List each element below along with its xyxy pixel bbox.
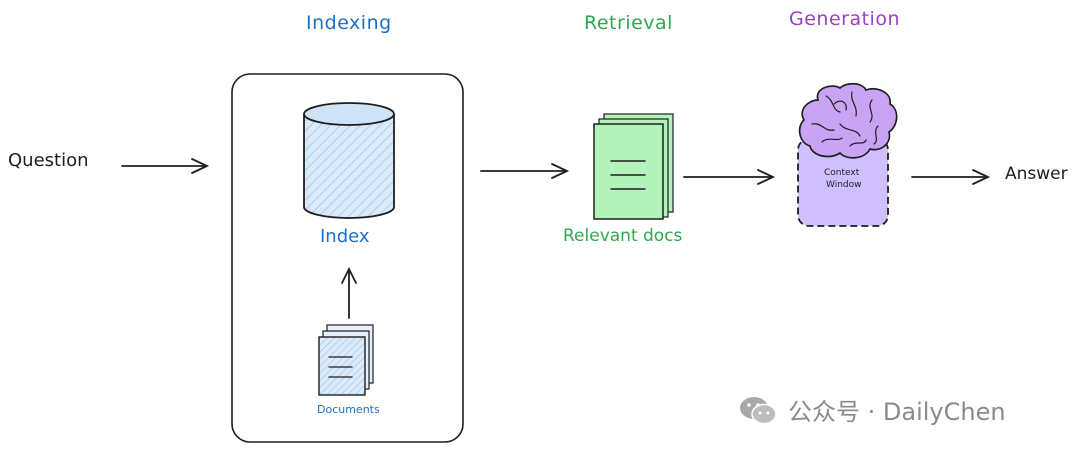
- context-window-label-line1: Context: [824, 168, 860, 178]
- relevant-docs-icon: [593, 113, 674, 220]
- wechat-icon: [740, 396, 777, 424]
- answer-label: Answer: [1005, 164, 1068, 184]
- watermark-text: 公众号 · DailyChen: [788, 398, 1006, 426]
- index-label: Index: [320, 226, 370, 247]
- documents-stack-icon: [318, 324, 374, 396]
- index-database-icon: [303, 102, 395, 219]
- brain-icon: [798, 82, 898, 159]
- watermark: 公众号 · DailyChen: [738, 392, 1006, 427]
- arrow-index-to-retrieval: [480, 163, 570, 179]
- retrieval-title: Retrieval: [584, 12, 673, 34]
- arrow-question-to-index: [121, 158, 210, 174]
- documents-label: Documents: [317, 403, 380, 416]
- context-window-label-line2: Window: [826, 180, 862, 190]
- relevant-docs-label: Relevant docs: [563, 226, 683, 246]
- arrow-generation-to-answer: [911, 169, 991, 185]
- indexing-container: [231, 73, 464, 443]
- arrow-documents-to-index: [341, 266, 357, 319]
- generation-title: Generation: [789, 8, 900, 30]
- indexing-title: Indexing: [306, 12, 392, 34]
- arrow-retrieval-to-generation: [683, 169, 776, 185]
- question-label: Question: [8, 150, 89, 171]
